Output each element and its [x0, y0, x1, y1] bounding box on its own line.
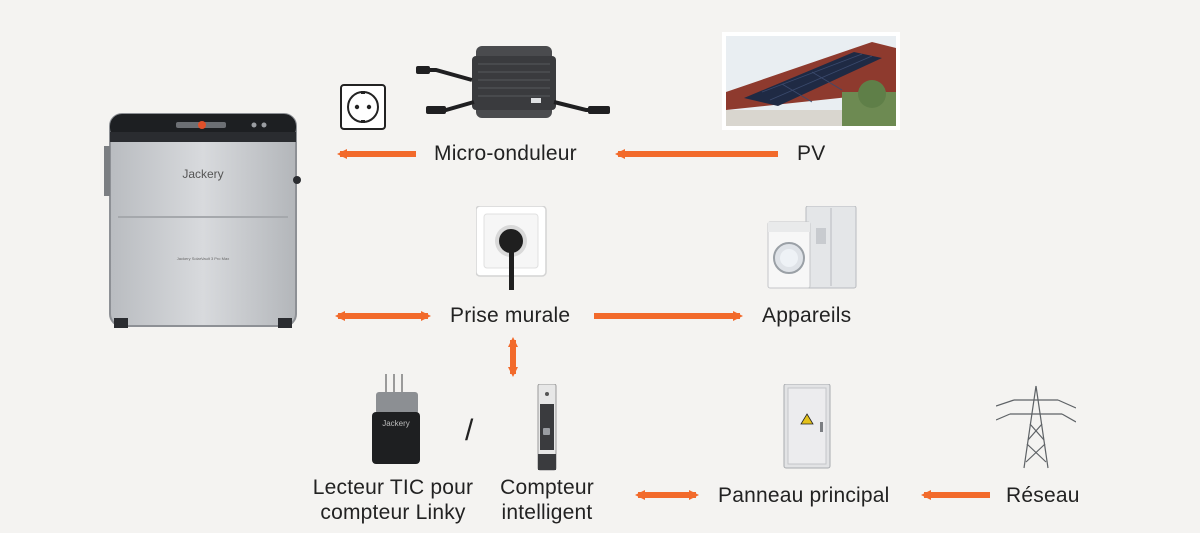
label-lecteur-line2: compteur Linky	[320, 501, 466, 524]
reader-brand: Jackery	[382, 419, 410, 428]
wall-socket-plug-icon	[476, 206, 547, 290]
tic-reader-icon: Jackery	[372, 374, 420, 464]
label-panneau-principal: Panneau principal	[718, 484, 890, 507]
label-reseau: Réseau	[1006, 484, 1080, 507]
label-compteur-line2: intelligent	[501, 501, 593, 524]
label-prise-murale: Prise murale	[450, 304, 571, 327]
label-slash: /	[465, 414, 474, 447]
battery-model: Jackery SolarVault 3 Pro Max	[177, 256, 229, 261]
socket-outlet-icon	[340, 84, 386, 130]
label-appareils: Appareils	[762, 304, 852, 327]
transmission-tower-icon	[996, 385, 1076, 469]
pv-roof-photo	[722, 32, 900, 130]
label-pv: PV	[797, 142, 826, 165]
smart-meter-icon	[537, 384, 557, 471]
main-panel-cabinet-icon	[783, 384, 831, 469]
battery-unit-icon: Jackery Jackery SolarVault 3 Pro Max	[104, 113, 301, 328]
appliances-icon	[767, 206, 857, 289]
micro-inverter-icon	[416, 46, 610, 118]
label-compteur-line1: Compteur	[500, 476, 594, 499]
battery-brand: Jackery	[182, 167, 223, 181]
label-lecteur-line1: Lecteur TIC pour	[312, 476, 474, 499]
label-micro-onduleur: Micro-onduleur	[434, 142, 577, 165]
